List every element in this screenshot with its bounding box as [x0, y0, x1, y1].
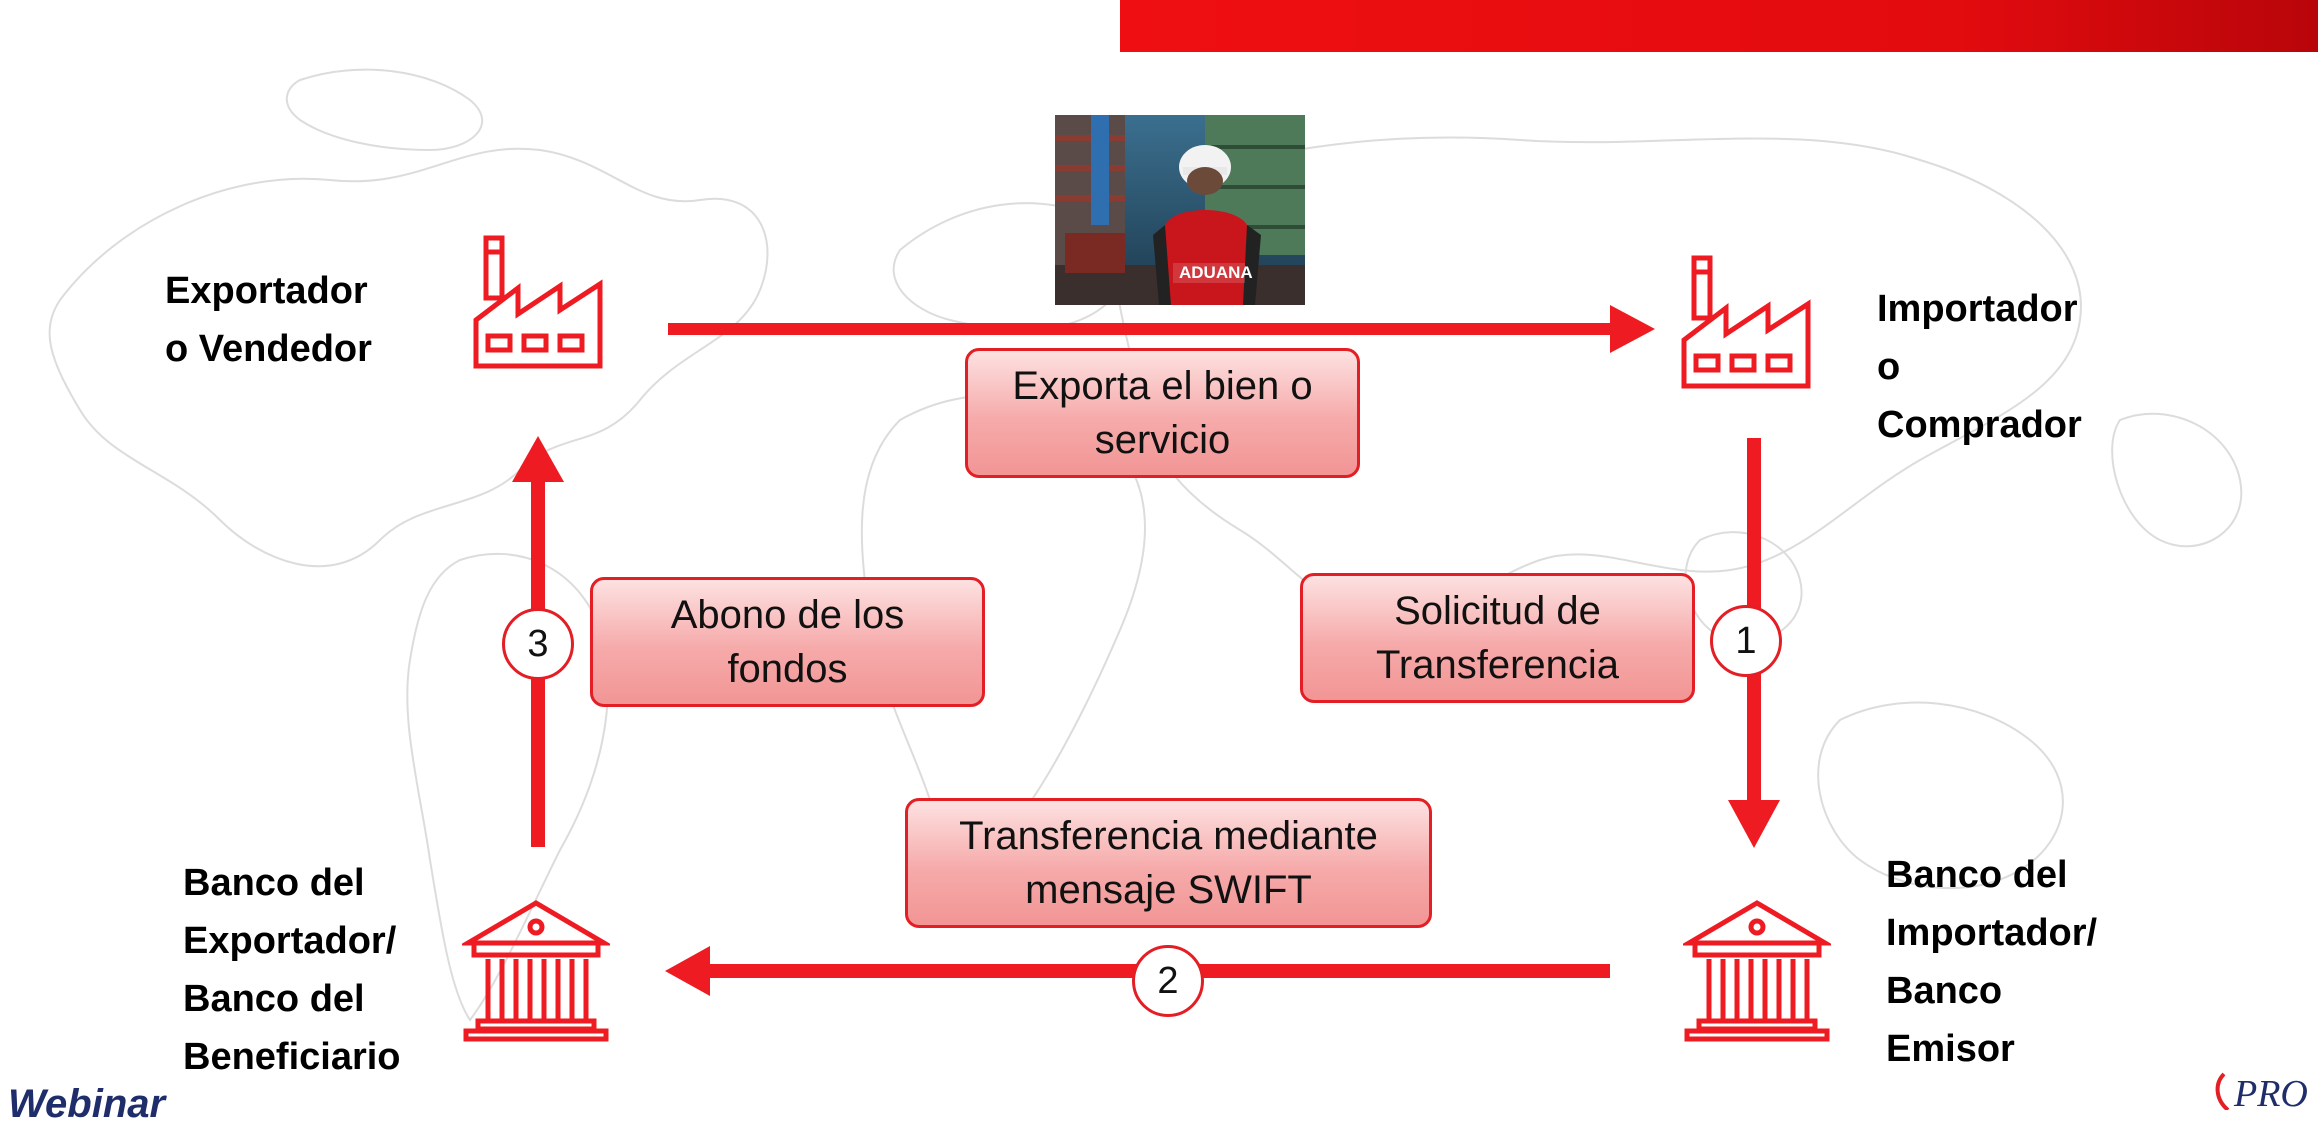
arrow-swift-head [665, 946, 710, 996]
step-credit-box: Abono de los fondos [590, 577, 985, 707]
node-exporter-line-2: o Vendedor [165, 328, 372, 370]
brand-logo-text: PRO [2234, 1073, 2308, 1115]
node-issuing-bank-line-1: Banco del [1886, 854, 2068, 896]
step-credit-line-2: fondos [727, 647, 848, 691]
step-3-badge: 3 [502, 608, 574, 680]
arrow-request-head [1728, 800, 1780, 848]
node-beneficiary-bank-line-2: Exportador/ [183, 920, 397, 962]
arrow-credit-head [512, 436, 564, 482]
factory-icon [1681, 255, 1811, 389]
arrow-export-shaft [668, 323, 1618, 335]
node-importer-line-2: o [1877, 346, 1901, 388]
brand-logo: PRO [2210, 1070, 2318, 1115]
customs-photo: ADUANA [1055, 115, 1305, 305]
bank-icon [1683, 900, 1831, 1042]
node-exporter-line-1: Exportador [165, 270, 368, 312]
node-beneficiary-bank-line-1: Banco del [183, 862, 365, 904]
step-1-badge: 1 [1710, 605, 1782, 677]
step-request-line-2: Transferencia [1375, 643, 1620, 687]
node-importer-label: Importador o Comprador [1877, 280, 2082, 454]
step-swift-box: Transferencia mediante mensaje SWIFT [905, 798, 1432, 928]
step-swift-line-2: mensaje SWIFT [1025, 868, 1312, 912]
node-issuing-bank-line-4: Emisor [1886, 1028, 2015, 1070]
customs-officer-illustration [1055, 115, 1305, 305]
node-issuing-bank-line-2: Importador/ [1886, 912, 2098, 954]
node-beneficiary-bank-line-4: Beneficiario [183, 1036, 401, 1078]
step-credit-line-1: Abono de los [670, 593, 905, 637]
step-export-box: Exporta el bien o servicio [965, 348, 1360, 478]
node-importer-line-1: Importador [1877, 288, 2078, 330]
step-2-badge: 2 [1132, 945, 1204, 1017]
webinar-label: Webinar [8, 1082, 166, 1126]
step-swift-line-1: Transferencia mediante [959, 814, 1378, 858]
step-export-line-1: Exporta el bien o [1012, 364, 1313, 408]
node-beneficiary-bank-label: Banco del Exportador/ Banco del Benefici… [183, 854, 401, 1086]
step-request-box: Solicitud de Transferencia [1300, 573, 1695, 703]
node-beneficiary-bank-line-3: Banco del [183, 978, 365, 1020]
top-accent-bar [1120, 0, 2318, 52]
node-exporter-label: Exportador o Vendedor [165, 262, 372, 378]
bank-icon [462, 900, 610, 1042]
arrow-export-head [1610, 305, 1655, 353]
node-issuing-bank-label: Banco del Importador/ Banco Emisor [1886, 846, 2097, 1078]
node-issuing-bank-line-3: Banco [1886, 970, 2003, 1012]
factory-icon [473, 235, 603, 369]
brand-logo-mark [2215, 1072, 2230, 1112]
vest-label: ADUANA [1179, 263, 1253, 282]
step-export-line-2: servicio [1094, 418, 1231, 462]
step-request-line-1: Solicitud de [1394, 589, 1601, 633]
node-importer-line-3: Comprador [1877, 404, 2082, 446]
